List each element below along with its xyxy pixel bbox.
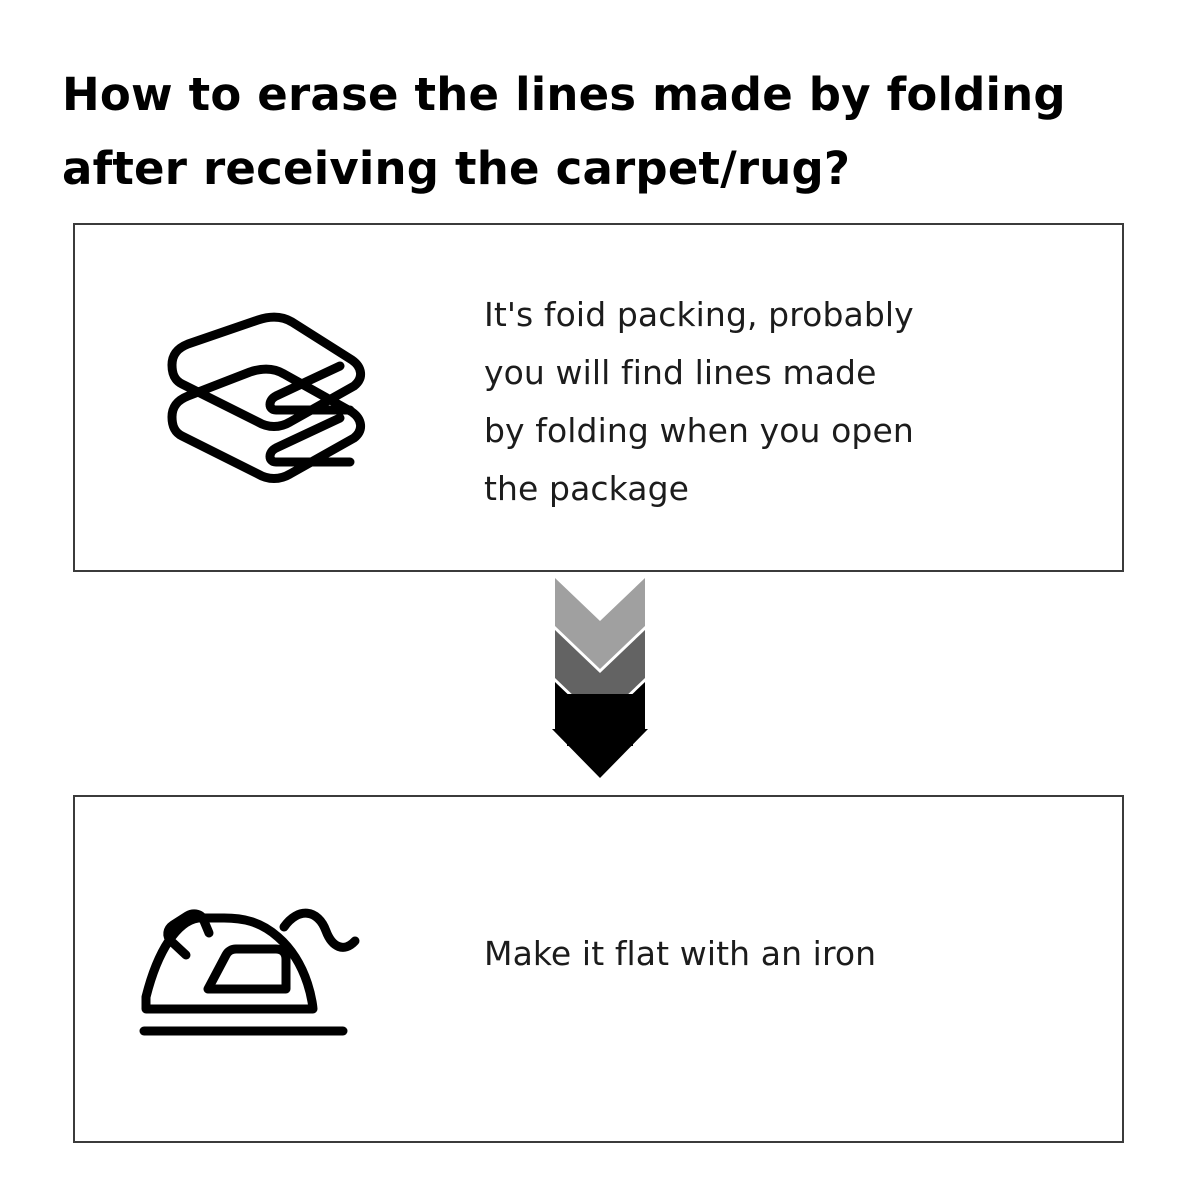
arrow-shaft-black <box>567 694 633 746</box>
step-1-description: It's foid packing, probably you will fin… <box>484 295 914 508</box>
step-box-folding-lines: It's foid packing, probably you will fin… <box>73 223 1124 572</box>
step-box-iron-flat: Make it flat with an iron <box>73 795 1124 1143</box>
chevron-segment-light <box>555 578 645 669</box>
downward-arrow-connector <box>551 574 649 782</box>
step-2-description: Make it flat with an iron <box>484 934 877 973</box>
folded-textiles-icon <box>115 290 405 505</box>
page-title: How to erase the lines made by folding a… <box>62 68 1066 195</box>
clothes-iron-icon <box>105 882 405 1057</box>
